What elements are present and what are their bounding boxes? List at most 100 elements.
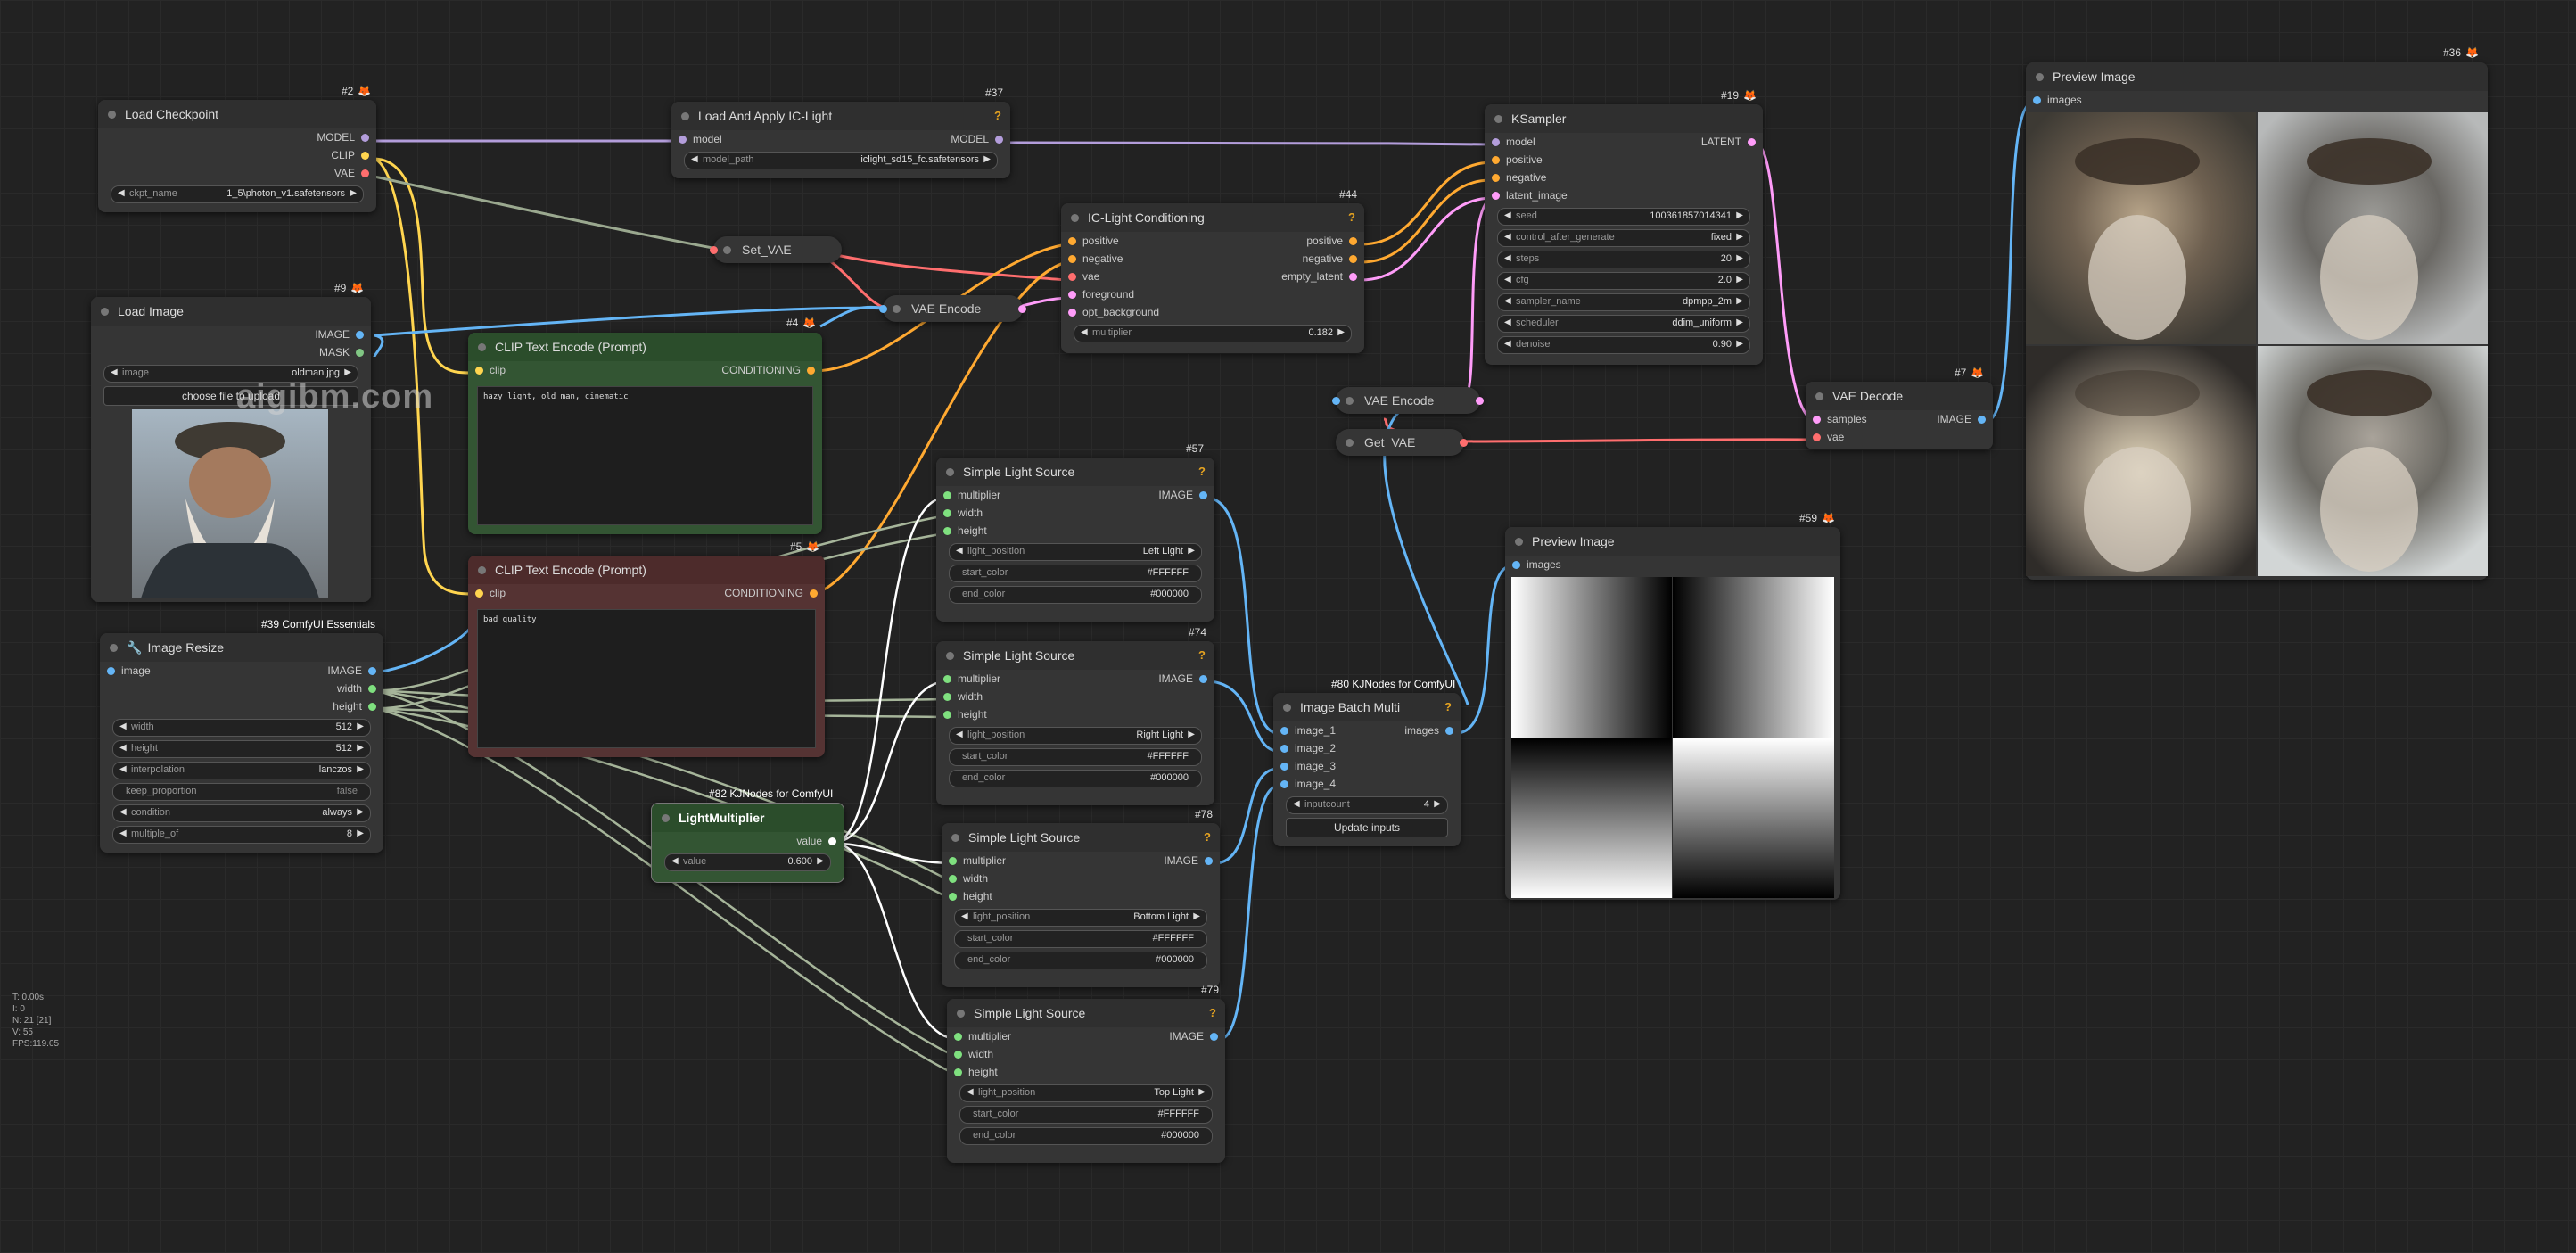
output-value[interactable]: value	[652, 832, 844, 850]
vae-encode-node[interactable]: VAE Encode	[879, 295, 1026, 322]
io-row[interactable]: foreground	[1061, 285, 1364, 303]
start-color-field[interactable]: start_color#FFFFFF	[954, 930, 1207, 948]
output-model[interactable]: MODEL	[98, 128, 376, 146]
node-title[interactable]: CLIP Text Encode (Prompt)	[468, 556, 825, 584]
upload-button[interactable]: choose file to upload	[103, 386, 358, 406]
vae-encode-node[interactable]: VAE Encode	[1332, 387, 1484, 414]
node-title[interactable]: Simple Light Source?	[942, 823, 1220, 852]
node-title[interactable]: Preview Image	[2026, 62, 2488, 91]
start-color-field[interactable]: start_color#FFFFFF	[949, 565, 1202, 582]
node-title[interactable]: Load And Apply IC-Light?	[671, 102, 1010, 130]
node-title[interactable]: Load Checkpoint	[98, 100, 376, 128]
io-row[interactable]: image_3	[1273, 757, 1461, 775]
io-row[interactable]: height	[942, 887, 1220, 905]
node-title[interactable]: Simple Light Source?	[936, 641, 1214, 670]
node-title[interactable]: CLIP Text Encode (Prompt)	[468, 333, 822, 361]
output-mask[interactable]: MASK	[91, 343, 371, 361]
update-inputs-button[interactable]: Update inputs	[1286, 818, 1448, 837]
prompt-textarea[interactable]: hazy light, old man, cinematic	[477, 386, 813, 525]
io-row[interactable]: images	[2026, 91, 2488, 109]
node-title[interactable]: Simple Light Source?	[947, 999, 1225, 1027]
node-title[interactable]: Load Image	[91, 297, 371, 326]
io-row[interactable]: negative	[1485, 169, 1763, 186]
node-title[interactable]: VAE Decode	[1806, 382, 1993, 410]
prompt-textarea[interactable]: bad quality	[477, 609, 816, 748]
end-color-field[interactable]: end_color#000000	[949, 770, 1202, 787]
io-row[interactable]: width	[942, 870, 1220, 887]
io-row[interactable]: height	[936, 522, 1214, 540]
io-row[interactable]: positive	[1485, 151, 1763, 169]
io-row[interactable]: image_2	[1273, 739, 1461, 757]
start-color-field[interactable]: start_color#FFFFFF	[959, 1106, 1213, 1124]
io-row[interactable]: width	[947, 1045, 1225, 1063]
output-image[interactable]: IMAGE	[91, 326, 371, 343]
preview-image-node[interactable]: Preview Image images	[1505, 527, 1840, 900]
io-row[interactable]: image_4	[1273, 775, 1461, 793]
node-title[interactable]: Preview Image	[1505, 527, 1840, 556]
node-title[interactable]: IC-Light Conditioning?	[1061, 203, 1364, 232]
output-clip[interactable]: CLIP	[98, 146, 376, 164]
start-color-field[interactable]: start_color#FFFFFF	[949, 748, 1202, 766]
end-color-field[interactable]: end_color#000000	[959, 1127, 1213, 1145]
node-title[interactable]: LightMultiplier	[652, 804, 844, 832]
preview-image-node[interactable]: Preview Image images	[2026, 62, 2488, 580]
io-row[interactable]: height	[947, 1063, 1225, 1081]
get-vae-node[interactable]: Get_VAE	[1336, 429, 1468, 456]
node-title[interactable]: Simple Light Source?	[936, 458, 1214, 486]
io-row[interactable]: vae	[1806, 428, 1993, 446]
io-row[interactable]: height	[100, 697, 383, 715]
node-title[interactable]: KSampler	[1485, 104, 1763, 133]
io-row[interactable]: latent_image	[1485, 186, 1763, 204]
io-row[interactable]: opt_background	[1061, 303, 1364, 321]
node-title[interactable]: Image Batch Multi?	[1273, 693, 1461, 721]
end-color-field[interactable]: end_color#000000	[949, 586, 1202, 604]
io-row[interactable]: height	[936, 705, 1214, 723]
